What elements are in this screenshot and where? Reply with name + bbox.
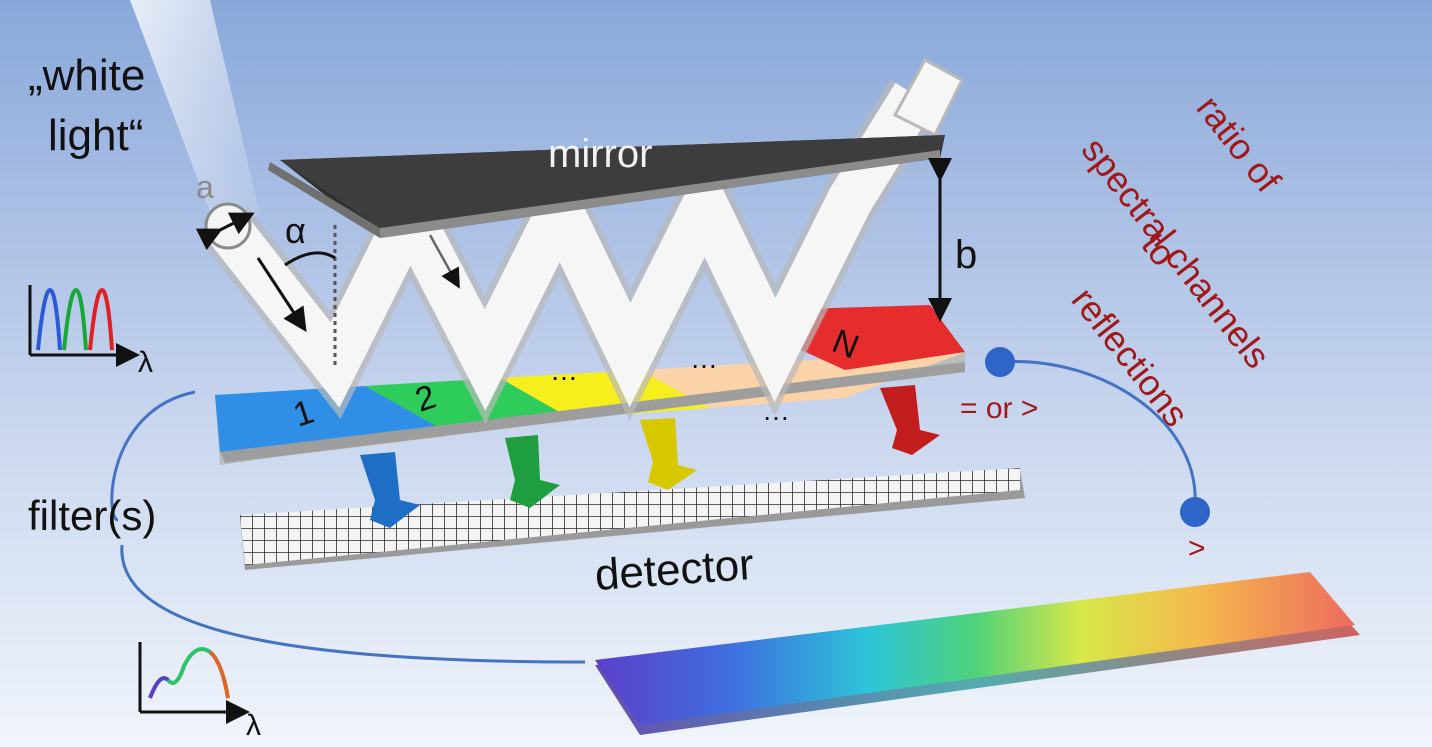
mirror (268, 135, 945, 238)
ratio-dot-top (985, 347, 1015, 377)
ratio-equal-or-greater: = or > (960, 392, 1038, 425)
incidence-arrow (256, 257, 307, 333)
green-output-arrow (505, 435, 560, 508)
continuous-spectrum-bar (595, 572, 1360, 735)
channel-3-label: … (550, 355, 578, 386)
ratio-connector (999, 359, 1197, 506)
filters-label: filter(s) (28, 492, 156, 539)
aperture-arrow (195, 212, 255, 251)
ratio-dot-bottom (1180, 497, 1210, 527)
blue-output-arrow (360, 452, 420, 528)
white-light-label-line2: light“ (48, 111, 143, 160)
mirror-label: mirror (548, 132, 652, 176)
detector-label: detector (593, 540, 755, 600)
detector-array (240, 468, 1025, 570)
channel-2 (365, 378, 570, 428)
filter-connector-bottom (120, 544, 586, 664)
lambda-label-top: λ (138, 346, 153, 379)
channel-spectrum-plot: λ (28, 285, 153, 379)
angle-arc (284, 251, 336, 267)
alpha-label: α (285, 210, 306, 251)
continuous-spectrum-plot: λ (138, 642, 261, 742)
white-light-label-line1: „white (28, 51, 145, 100)
filter-connector-top (110, 390, 196, 522)
zigzag-beam (202, 57, 964, 424)
yellow-output-arrow (640, 418, 697, 490)
channel-1 (215, 386, 440, 452)
white-light-beam (130, 0, 260, 225)
detector-dots-label: … (762, 395, 790, 426)
lambda-label-bottom: λ (246, 709, 261, 742)
channel-4-label: … (690, 343, 718, 374)
gap-label: b (955, 233, 977, 277)
ratio-greater: > (1188, 532, 1206, 565)
aperture-label: a (196, 169, 214, 205)
reflection-arrow (428, 234, 460, 289)
red-output-arrow (880, 385, 940, 455)
output-arrows (360, 385, 940, 528)
